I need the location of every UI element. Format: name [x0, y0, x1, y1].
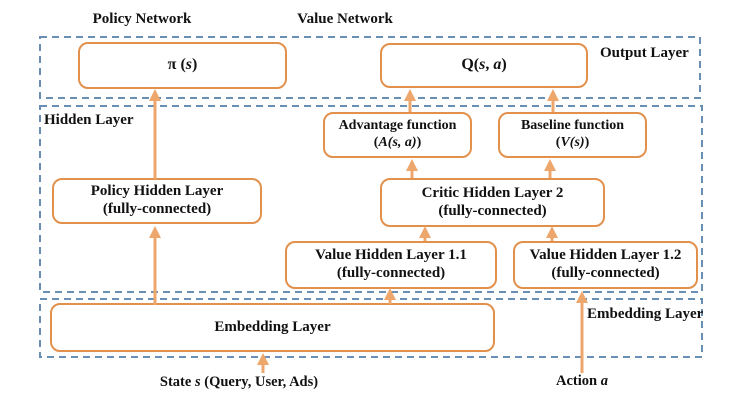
value-hidden-layer-12-node: Value Hidden Layer 1.2 (fully-connected) [513, 241, 698, 289]
pi-formula: π (s) [167, 56, 198, 74]
arrow-valuehidden12-to-critic-head [546, 226, 558, 238]
hidden-layer-label-text: Hidden Layer [44, 112, 134, 128]
value-network-title: Value Network [265, 11, 425, 28]
arrow-state-to-embedding-head [257, 353, 269, 365]
action-input-label: Action a [556, 373, 608, 389]
arrow-action-to-valuehidden12-head [576, 291, 588, 303]
hidden-layer-label: Hidden Layer [44, 112, 134, 129]
policy-hidden-line1: Policy Hidden Layer [90, 183, 224, 200]
baseline-function-node: Baseline function (V(s)) [498, 112, 647, 158]
embedding-layer-node: Embedding Layer [50, 303, 495, 352]
baseline-function-line1: Baseline function [520, 118, 625, 134]
advantage-function-node: Advantage function (A(s, a)) [323, 112, 472, 158]
arrow-critic-to-baseline-head [544, 159, 556, 171]
output-layer-label: Output Layer [600, 45, 689, 62]
value-output-node: Q(s, a) [380, 43, 588, 88]
critic-hidden-line1: Critic Hidden Layer 2 [421, 184, 564, 201]
policy-hidden-line2: (fully-connected) [102, 201, 212, 217]
output-layer-label-text: Output Layer [600, 45, 689, 61]
policy-network-title: Policy Network [62, 11, 222, 28]
value-hidden-12-line2: (fully-connected) [551, 265, 660, 281]
arrow-embedding-to-policyhidden-head [149, 226, 161, 238]
arrow-baseline-to-q-head [547, 89, 559, 101]
advantage-function-formula: (A(s, a)) [373, 135, 422, 150]
arrow-embedding-to-valuehidden11-head [384, 288, 396, 300]
embedding-layer-label-text: Embedding Layer [587, 306, 704, 322]
value-hidden-11-line2: (fully-connected) [336, 265, 446, 281]
state-input-label: State s (Query, User, Ads) [159, 374, 319, 390]
q-formula: Q(s, a) [461, 56, 507, 74]
policy-hidden-layer-node: Policy Hidden Layer (fully-connected) [52, 178, 262, 224]
embedding-layer-label: Embedding Layer [587, 306, 703, 323]
embedding-layer-node-text: Embedding Layer [214, 318, 331, 335]
policy-output-node: π (s) [78, 42, 287, 89]
value-network-title-text: Value Network [297, 11, 393, 27]
value-hidden-layer-11-node: Value Hidden Layer 1.1 (fully-connected) [285, 241, 497, 289]
advantage-function-line1: Advantage function [338, 118, 457, 134]
policy-network-title-text: Policy Network [92, 11, 192, 27]
critic-hidden-line2: (fully-connected) [438, 202, 547, 219]
value-hidden-11-line1: Value Hidden Layer 1.1 [315, 247, 467, 264]
baseline-function-formula: (V(s)) [555, 135, 590, 150]
arrow-policyhidden-to-pi-head [149, 89, 161, 101]
value-hidden-12-line1: Value Hidden Layer 1.2 [529, 247, 682, 264]
arrow-advantage-to-q-head [404, 89, 416, 101]
arrow-valuehidden11-to-critic-head [419, 226, 431, 238]
arrow-critic-to-advantage-head [406, 159, 418, 171]
critic-hidden-layer-2-node: Critic Hidden Layer 2 (fully-connected) [380, 178, 605, 227]
